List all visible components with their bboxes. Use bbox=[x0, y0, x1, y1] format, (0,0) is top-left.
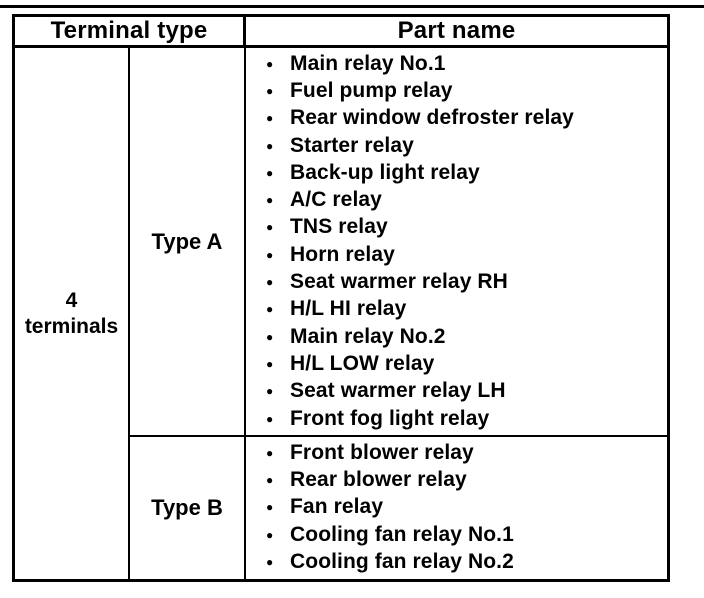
part-list-item: ● Seat warmer relay RH bbox=[264, 268, 663, 295]
part-list-item: ● Horn relay bbox=[264, 241, 663, 268]
bullet-icon: ● bbox=[266, 302, 274, 317]
part-name-text: Front blower relay bbox=[290, 440, 474, 464]
part-list-item: ● H/L LOW relay bbox=[264, 350, 663, 377]
part-name-text: A/C relay bbox=[290, 188, 382, 212]
part-name-text: Fan relay bbox=[290, 495, 384, 519]
bullet-icon: ● bbox=[266, 193, 274, 208]
bullet-icon: ● bbox=[266, 411, 274, 426]
part-list-item: ● Starter relay bbox=[264, 132, 663, 159]
type-b-parts-cell: ● Front blower relay ● Rear blower relay… bbox=[246, 437, 667, 579]
part-name-text: Main relay No.1 bbox=[290, 51, 446, 75]
bullet-icon: ● bbox=[266, 472, 274, 487]
part-list-item: ● Main relay No.2 bbox=[264, 323, 663, 350]
part-list-item: ● Rear blower relay bbox=[264, 466, 663, 493]
part-list-item: ● Rear window defroster relay bbox=[264, 105, 663, 132]
parts-list-type-a: ● Main relay No.1 ● Fuel pump relay ● Re… bbox=[246, 48, 667, 432]
bullet-icon: ● bbox=[266, 165, 274, 180]
page-top-rule bbox=[0, 5, 704, 8]
type-a-parts-cell: ● Main relay No.1 ● Fuel pump relay ● Re… bbox=[246, 48, 667, 437]
part-list-item: ● Main relay No.1 bbox=[264, 50, 663, 77]
column-header-terminal-type: Terminal type bbox=[15, 17, 246, 48]
part-list-item: ● Cooling fan relay No.1 bbox=[264, 521, 663, 548]
part-list-item: ● Front fog light relay bbox=[264, 405, 663, 432]
bullet-icon: ● bbox=[266, 275, 274, 290]
terminal-count-line1: 4 bbox=[65, 288, 78, 312]
part-name-text: TNS relay bbox=[290, 215, 388, 239]
terminal-count-cell: 4 terminals bbox=[15, 48, 130, 579]
part-list-item: ● Front blower relay bbox=[264, 439, 663, 466]
part-name-text: Starter relay bbox=[290, 133, 414, 157]
part-list-item: ● Fuel pump relay bbox=[264, 77, 663, 104]
part-name-text: Rear blower relay bbox=[290, 467, 467, 491]
part-name-text: Seat warmer relay RH bbox=[290, 270, 508, 294]
part-name-text: Front fog light relay bbox=[290, 406, 490, 430]
bullet-icon: ● bbox=[266, 356, 274, 371]
part-list-item: ● H/L HI relay bbox=[264, 296, 663, 323]
part-list-item: ● A/C relay bbox=[264, 186, 663, 213]
part-name-text: Rear window defroster relay bbox=[290, 106, 574, 130]
bullet-icon: ● bbox=[266, 247, 274, 262]
bullet-icon: ● bbox=[266, 500, 274, 515]
type-a-label-cell: Type A bbox=[130, 48, 246, 437]
column-header-part-name: Part name bbox=[246, 17, 667, 48]
part-list-item: ● Cooling fan relay No.2 bbox=[264, 548, 663, 575]
type-b-label-cell: Type B bbox=[130, 437, 246, 579]
bullet-icon: ● bbox=[266, 384, 274, 399]
bullet-icon: ● bbox=[266, 83, 274, 98]
bullet-icon: ● bbox=[266, 445, 274, 460]
part-list-item: ● Seat warmer relay LH bbox=[264, 378, 663, 405]
part-name-text: H/L HI relay bbox=[290, 297, 407, 321]
bullet-icon: ● bbox=[266, 329, 274, 344]
part-name-text: Cooling fan relay No.1 bbox=[290, 522, 514, 546]
bullet-icon: ● bbox=[266, 220, 274, 235]
relay-terminal-table: Terminal type Part name 4 terminals Type… bbox=[12, 14, 670, 582]
parts-list-type-b: ● Front blower relay ● Rear blower relay… bbox=[246, 437, 667, 575]
terminal-count-line2: terminals bbox=[24, 314, 119, 338]
part-name-text: Cooling fan relay No.2 bbox=[290, 549, 514, 573]
part-name-text: Main relay No.2 bbox=[290, 324, 446, 348]
bullet-icon: ● bbox=[266, 111, 274, 126]
part-name-text: Seat warmer relay LH bbox=[290, 379, 506, 403]
part-list-item: ● Fan relay bbox=[264, 494, 663, 521]
part-name-text: H/L LOW relay bbox=[290, 351, 435, 375]
bullet-icon: ● bbox=[266, 138, 274, 153]
bullet-icon: ● bbox=[266, 527, 274, 542]
part-name-text: Horn relay bbox=[290, 242, 395, 266]
bullet-icon: ● bbox=[266, 554, 274, 569]
part-name-text: Back-up light relay bbox=[290, 160, 480, 184]
part-name-text: Fuel pump relay bbox=[290, 78, 453, 102]
part-list-item: ● TNS relay bbox=[264, 214, 663, 241]
part-list-item: ● Back-up light relay bbox=[264, 159, 663, 186]
bullet-icon: ● bbox=[266, 56, 274, 71]
